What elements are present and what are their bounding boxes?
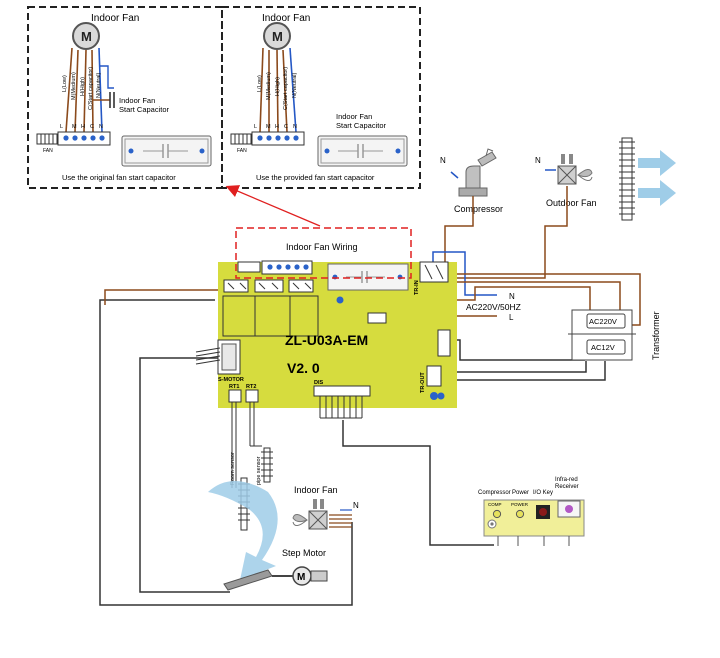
indoor-fan-title: Indoor Fan (91, 13, 139, 24)
svg-text:M: M (81, 29, 92, 44)
svg-text:M: M (272, 29, 283, 44)
svg-text:H: H (81, 124, 85, 130)
transformer-icon (568, 309, 636, 361)
transformer-label: Transformer (651, 311, 661, 360)
board-model: ZL-U03A-EM (285, 332, 368, 348)
wire-label-h: H(High) (80, 77, 86, 96)
indoor-fan-wiring-box (235, 227, 412, 279)
pipe-sensor-label: pipe sensor (256, 456, 262, 485)
compressor-icon (458, 148, 497, 197)
svg-text:M: M (72, 124, 77, 130)
svg-text:Start Capacitor: Start Capacitor (336, 121, 387, 130)
trout-label: TR-OUT (420, 372, 426, 393)
transformer-primary-label: AC220V (589, 317, 617, 326)
display-board (483, 499, 585, 546)
compressor-label: Compressor (454, 204, 503, 214)
svg-text:FAN: FAN (43, 148, 53, 154)
panel-caption-left: Use the original fan start capacitor (62, 173, 176, 182)
control-board (217, 260, 457, 419)
svg-text:M(Medium): M(Medium) (266, 72, 272, 100)
outdoor-fan-n-label: N (535, 156, 541, 165)
svg-text:N: N (99, 124, 103, 130)
svg-text:Indoor Fan: Indoor Fan (336, 112, 372, 121)
capacitor-board (121, 135, 212, 167)
red-pointer-arrow (225, 185, 321, 227)
room-sensor-label: Room sensor (230, 452, 236, 485)
fan-motor-icon: M (72, 22, 100, 50)
outdoor-fan-icon (557, 154, 593, 185)
indoor-fan-title-2: Indoor Fan (262, 13, 310, 24)
fan-motor-icon-2: M (263, 22, 291, 50)
step-motor-icon: M (272, 566, 328, 586)
rt2-label: RT2 (246, 384, 256, 390)
svg-text:H(High): H(High) (275, 77, 281, 96)
airflow-swirl-arrow (208, 481, 278, 580)
condenser-coil-icon (619, 137, 635, 221)
svg-text:H: H (275, 124, 279, 130)
wire-label-n: N(Neutral) (96, 72, 102, 98)
board-version: V2. 0 (287, 360, 320, 376)
wire-label-c: C(Start capacitor) (88, 67, 94, 110)
fan-terminal-block-2: FAN (230, 131, 305, 154)
smotor-ribbon (195, 347, 221, 365)
airflow-arrows (638, 150, 676, 206)
smotor-label: S-MOTOR (218, 377, 244, 383)
svg-text:C(Start capacitor): C(Start capacitor) (283, 67, 289, 110)
svg-text:M: M (297, 572, 305, 583)
transformer-secondary-label: AC12V (591, 343, 615, 352)
svg-text:L: L (60, 124, 63, 130)
panel-caption-right: Use the provided fan start capacitor (256, 173, 375, 182)
dis-label: DIS (314, 380, 324, 386)
top-panel-left: Indoor Fan M L(Low) M(Medium) H(High) C(… (27, 6, 223, 189)
power-l-label: L (509, 313, 514, 322)
display-label-power: Power (512, 490, 529, 496)
trin-label: TR-IN (414, 280, 420, 295)
capacitor-board-2 (317, 135, 408, 167)
led-power-label: POWER (511, 502, 529, 507)
compressor-n-label: N (440, 156, 446, 165)
wire-label-m: M(Medium) (71, 72, 77, 100)
outdoor-fan-label: Outdoor Fan (546, 198, 597, 208)
cap-label-2: Start Capacitor (119, 105, 170, 114)
indoor-fan-n-label: N (353, 501, 359, 510)
display-label-io-key: I/O Key (533, 490, 553, 496)
svg-text:L(Low): L(Low) (257, 75, 263, 92)
step-motor-label: Step Motor (282, 548, 326, 558)
led-comp-label: COMP (488, 502, 502, 507)
svg-text:FAN: FAN (237, 148, 247, 154)
display-label-infra-line1: Infra-red (555, 477, 578, 483)
svg-text:N: N (293, 124, 297, 130)
fan-terminal-block: FAN (36, 131, 111, 154)
indoor-fan-wiring-label: Indoor Fan Wiring (286, 242, 358, 252)
indoor-fan-label: Indoor Fan (294, 485, 338, 495)
display-label-infra-line2: Receiver (555, 484, 579, 490)
svg-text:C: C (284, 124, 288, 130)
wire-label-l: L(Low) (62, 75, 68, 92)
svg-text:C: C (90, 124, 94, 130)
power-supply-label: AC220V/50HZ (466, 302, 521, 312)
cap-label-1: Indoor Fan (119, 96, 155, 105)
rt1-label: RT1 (229, 384, 239, 390)
top-panel-right: Indoor Fan M L(Low) M(Medium) H(High) C(… (221, 6, 421, 189)
svg-text:N(Neutral): N(Neutral) (292, 72, 298, 98)
power-n-label: N (509, 292, 515, 301)
pipe-sensor-icon (249, 402, 273, 483)
svg-text:L: L (254, 124, 257, 130)
svg-text:M: M (266, 124, 271, 130)
indoor-fan-icon (292, 499, 352, 530)
display-label-compressor: Compressor (478, 490, 511, 496)
